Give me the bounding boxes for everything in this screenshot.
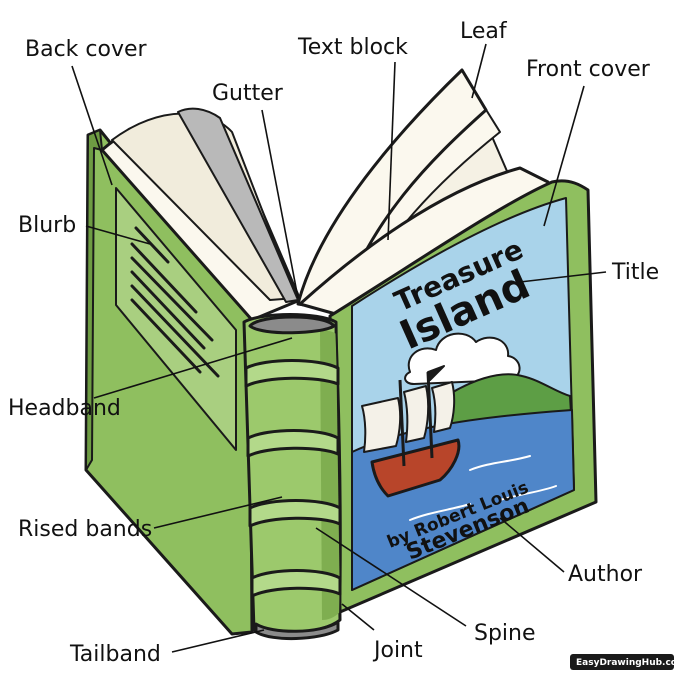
leader-blurb [85, 225, 151, 245]
label-joint: Joint [372, 638, 423, 663]
leader-author [499, 517, 565, 573]
label-leaf: Leaf [460, 19, 508, 44]
ship-hull [370, 438, 461, 498]
label-tailband: Tailband [69, 642, 161, 667]
gutter-shadow [177, 107, 299, 303]
ship-sail-3 [431, 381, 456, 433]
label-author: Author [568, 562, 643, 587]
ship-flag [427, 365, 445, 381]
leader-tailband [171, 629, 265, 653]
leader-text-block [387, 61, 396, 241]
text-block-edge [298, 166, 554, 320]
book-illustration: Treasure Island by Robert Louis Stevenso… [84, 68, 598, 640]
label-headband: Headband [8, 396, 121, 421]
label-back-cover: Back cover [25, 37, 148, 62]
leader-back-cover [71, 65, 113, 186]
ship-masts [398, 371, 434, 467]
blurb-text-lines [130, 226, 220, 378]
leader-rised-bands [153, 496, 283, 529]
tailband [254, 620, 340, 640]
leaf-page [296, 68, 488, 312]
raised-bands [244, 359, 342, 598]
leader-joint [341, 603, 375, 631]
leader-headband [93, 337, 293, 399]
label-blurb: Blurb [18, 213, 76, 238]
spine-shade [320, 330, 340, 620]
headband [248, 315, 336, 335]
sea-waves [409, 455, 557, 521]
watermark-badge [570, 654, 674, 670]
labels: Back cover Text block Leaf Front cover G… [8, 19, 659, 667]
watermark-text: EasyDrawingHub.com [576, 658, 680, 668]
leader-spine [315, 527, 467, 627]
ship-sail-1 [361, 397, 402, 453]
leader-gutter [261, 109, 299, 299]
watermark: EasyDrawingHub.com [570, 654, 680, 670]
label-spine: Spine [474, 621, 536, 646]
label-rised-bands: Rised bands [18, 517, 152, 542]
back-cover-edge [85, 129, 103, 471]
leader-front-cover [543, 85, 585, 227]
leader-title [519, 271, 607, 283]
label-gutter: Gutter [212, 81, 284, 106]
leader-lines [71, 43, 607, 653]
leader-leaf [471, 43, 487, 99]
label-title: Title [611, 260, 659, 285]
ship-sail-2 [403, 385, 430, 443]
label-front-cover: Front cover [526, 57, 651, 82]
label-text-block: Text block [297, 35, 408, 60]
